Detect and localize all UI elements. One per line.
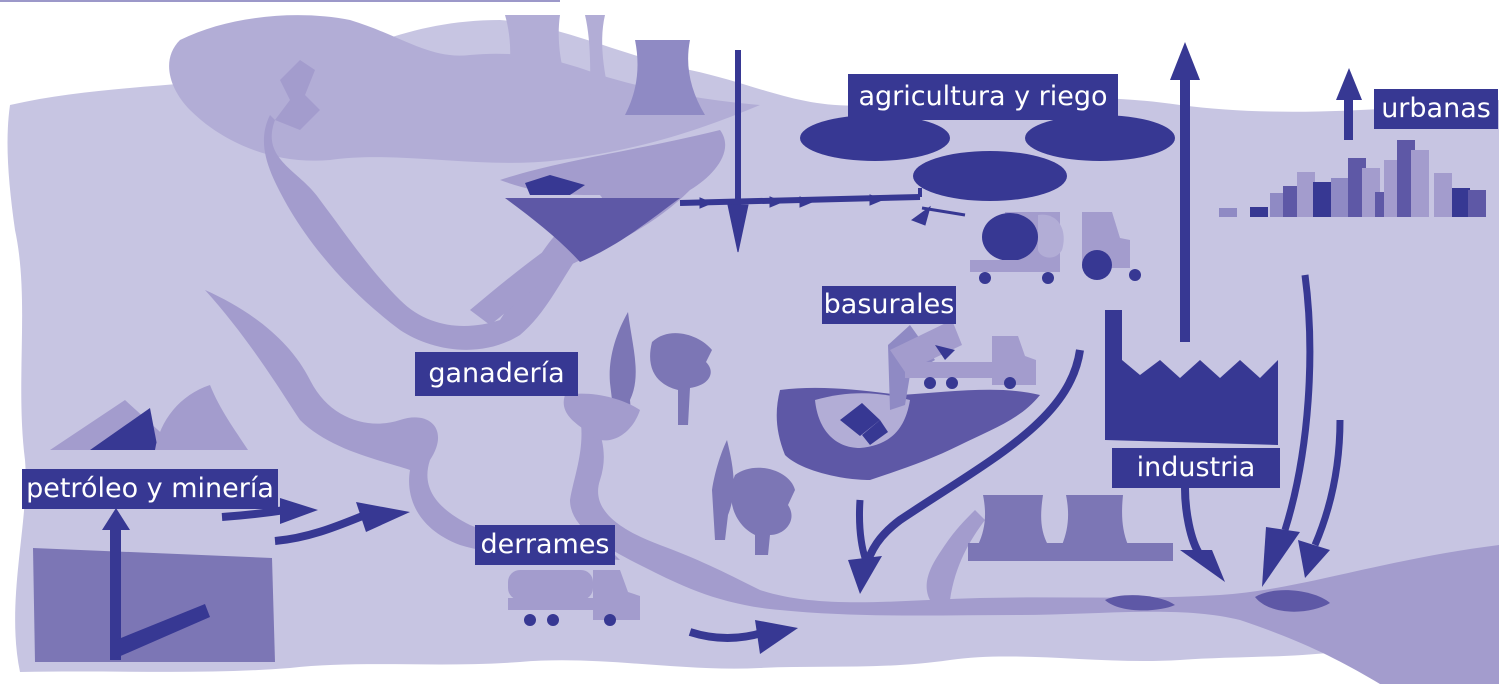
label-derrames: derrames bbox=[475, 525, 615, 565]
label-petroleo: petróleo y minería bbox=[22, 469, 278, 509]
label-urbanas: urbanas bbox=[1374, 89, 1498, 129]
label-ganaderia: ganadería bbox=[415, 352, 578, 396]
label-agricultura: agricultura y riego bbox=[848, 74, 1118, 120]
label-industria: industria bbox=[1112, 448, 1280, 488]
label-basurales: basurales bbox=[822, 286, 956, 324]
